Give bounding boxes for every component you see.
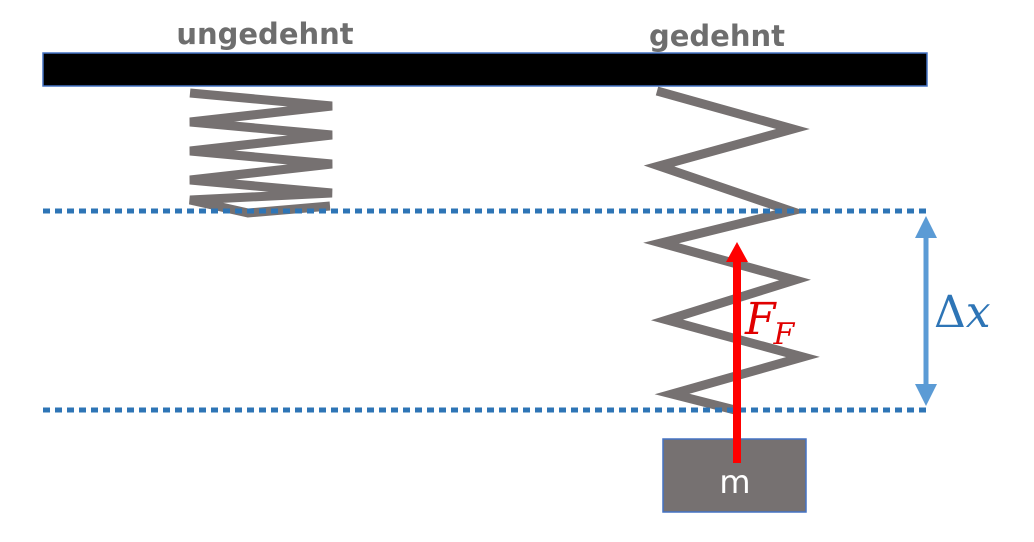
stretched-spring: [643, 86, 820, 415]
unstretched-spring: [189, 88, 333, 218]
ceiling-bar: [42, 52, 928, 87]
unstretched-label: ungedehnt: [176, 17, 353, 51]
delta-x-label: Δx: [934, 287, 991, 338]
force-symbol: F: [744, 294, 777, 345]
force-arrow-head: [726, 242, 748, 262]
force-label: FF: [744, 294, 796, 352]
delta-x-arrow: [915, 216, 937, 406]
force-subscript: F: [773, 317, 796, 352]
delta-variable: x: [966, 287, 991, 338]
stretched-label: gedehnt: [649, 19, 785, 53]
mass-label: m: [719, 463, 750, 501]
delta-symbol: Δ: [934, 287, 966, 338]
